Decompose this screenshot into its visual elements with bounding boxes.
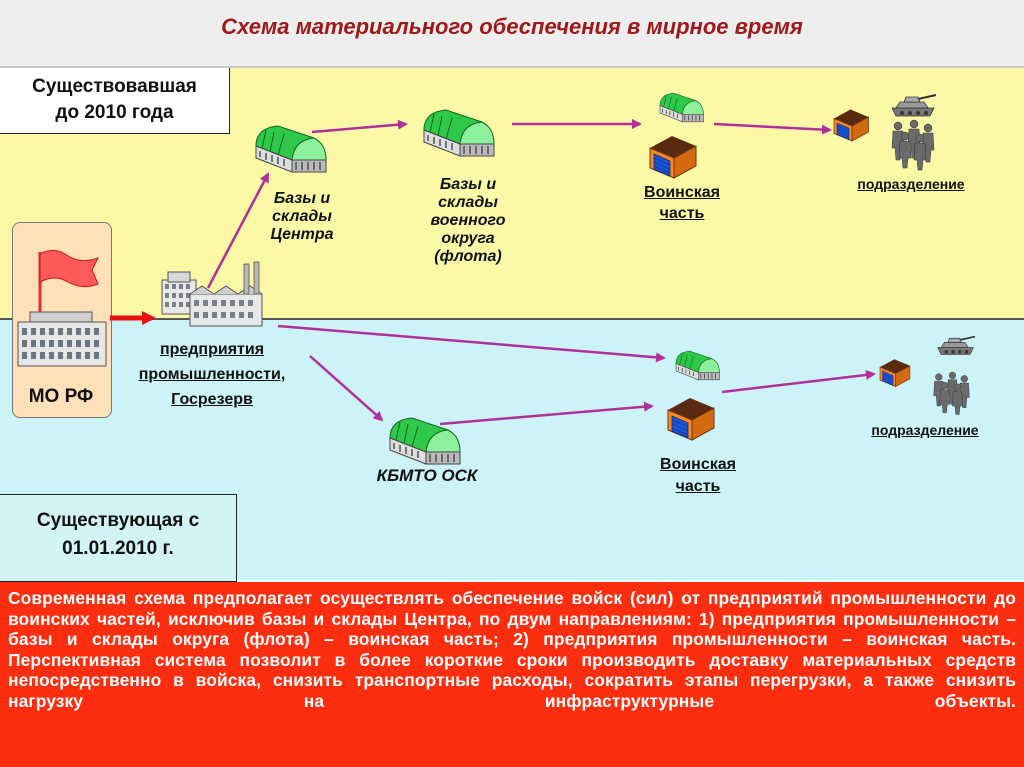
warehouse-icon [423,109,495,157]
warehouse-icon [675,350,720,381]
building-icon [17,311,107,367]
flag-icon [38,250,100,316]
kbmto-to-unit-arrow [439,401,654,426]
mo-label: МО РФ [28,386,94,407]
district-bases-line1: Базы и [439,176,497,193]
legacy-scheme-line1: Существовавшая [32,76,197,97]
industry-label: предприятия промышленности, Госрезерв [112,337,312,412]
industry-line2: промышленности, [138,366,286,383]
garage-icon [649,135,697,179]
upper-military-unit-label: Воинская часть [622,182,742,224]
garage-icon [667,397,715,441]
center-to-district-arrow [311,119,408,134]
upper-military-unit-line2: часть [659,205,705,222]
unit-to-subdivision-arrow [713,122,832,135]
warehouse-icon [659,92,704,123]
industry-to-center-arrow [206,172,270,289]
current-scheme-line1: Существующая с [36,510,200,531]
district-bases-line2: склады [438,194,498,211]
scheme-divider [0,318,1024,320]
warehouse-icon [389,417,461,465]
center-bases-line3: Центра [270,226,334,243]
factory-icon [161,261,263,327]
center-bases-line2: склады [272,208,332,225]
description-panel: Современная схема предполагает осуществл… [0,582,1024,767]
legacy-scheme-label: Существовавшая до 2010 года [0,68,230,134]
page-title: Схема материального обеспечения в мирное… [221,14,803,39]
description-text: Современная схема предполагает осуществл… [8,588,1016,711]
soldiers-icon [891,119,935,171]
industry-line3: Госрезерв [171,391,253,408]
legacy-scheme-line2: до 2010 года [55,102,174,123]
industry-to-unit-arrow [277,324,666,363]
tank-icon [891,94,937,117]
district-bases-line3: военного [430,212,506,229]
lower-military-unit-line2: часть [675,478,721,495]
garage-icon [879,358,911,387]
district-bases-line5: (флота) [434,248,502,265]
title-bar [0,0,1024,68]
industry-to-kbmto-arrow [309,355,384,422]
garage-icon [833,109,869,142]
center-bases-line1: Базы и [273,190,331,207]
current-scheme-label: Существующая с 01.01.2010 г. [0,494,237,582]
lower-military-unit-line1: Воинская [660,456,736,473]
district-bases-label: Базы и склады военного округа (флота) [408,176,528,266]
lower-subdivision-label: подразделение [871,422,979,438]
district-bases-line4: округа [441,230,495,247]
lower-military-unit-label: Воинская часть [638,454,758,498]
soldiers-icon [933,371,970,415]
center-bases-label: Базы и склады Центра [256,190,348,244]
industry-line1: предприятия [159,341,265,358]
upper-subdivision-label: подразделение [857,176,965,192]
current-scheme-line2: 01.01.2010 г. [62,538,174,559]
kbmto-label: КБМТО ОСК [376,466,478,485]
unit-to-subdivision-arrow-lower [721,369,876,394]
tank-icon [936,335,976,356]
upper-military-unit-line1: Воинская [644,184,720,201]
